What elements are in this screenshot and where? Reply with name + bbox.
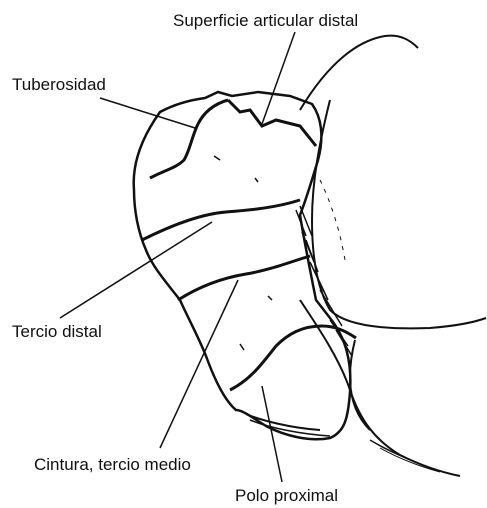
leader-waist-middle-third [160,280,238,448]
label-distal-articular-surface: Superficie articular distal [173,12,358,29]
adjacent-bone [300,36,486,476]
scaphoid-bone [134,92,356,439]
label-proximal-pole: Polo proximal [235,487,338,504]
leader-lines [60,32,295,482]
label-tuberosity: Tuberosidad [12,76,106,93]
leader-proximal-pole [262,386,282,482]
label-distal-third: Tercio distal [12,323,102,340]
leader-distal-third [60,222,212,318]
label-waist-middle-third: Cintura, tercio medio [34,456,191,473]
leader-distal-articular-surface [262,32,295,124]
